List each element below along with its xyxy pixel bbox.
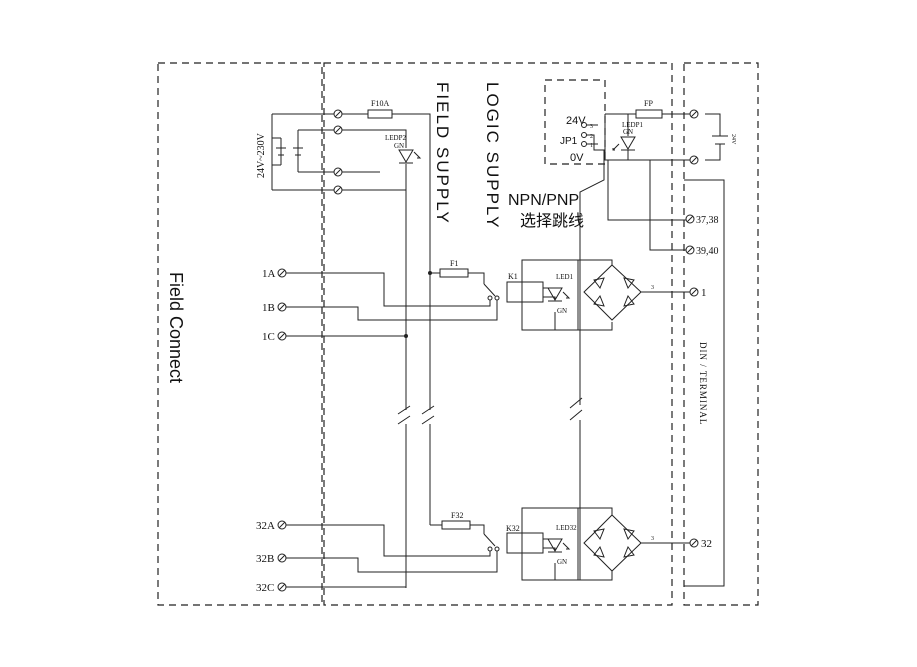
ledp2-diode	[398, 149, 414, 164]
ledp1-color: GN	[623, 128, 633, 136]
field-connect-label: Field Connect	[166, 272, 186, 383]
jumper-pin1: 1	[590, 143, 593, 149]
ch32-a-label: 32A	[256, 520, 275, 532]
logic-24v-label: 24V	[566, 115, 586, 127]
bridge-rectifier-1	[583, 264, 642, 321]
fuse-f1	[439, 268, 469, 278]
ch1-c-label: 1C	[262, 331, 275, 343]
logic-bus-break	[569, 397, 583, 421]
fuse-f10a-label: F10A	[371, 99, 389, 108]
ledp2-color: GN	[394, 142, 404, 150]
jumper-pin3: 3	[590, 124, 593, 130]
logic-0v-label: 0V	[570, 152, 584, 164]
jumper-title: NPN/PNP	[508, 192, 579, 209]
relay-k1-label: K1	[508, 272, 518, 281]
ch32-b-label: 32B	[256, 553, 274, 565]
field-connect-box	[157, 62, 323, 606]
led32-label: LED32	[556, 524, 577, 532]
supply-voltage-label: 24V~230V	[256, 132, 267, 178]
bridge32-pin: 3	[651, 536, 654, 542]
terminal-out-1: 1	[701, 287, 707, 299]
led32-color: GN	[557, 558, 567, 566]
din-terminal-box	[683, 62, 759, 606]
led1-label: LED1	[556, 273, 574, 281]
ch1-a-label: 1A	[262, 268, 276, 280]
relay-k1-coil	[506, 281, 544, 303]
ch1-b-label: 1B	[262, 302, 275, 314]
terminal-39-40: 39,40	[696, 246, 719, 257]
relay-k32-label: K32	[506, 524, 520, 533]
fuse-f10a	[367, 109, 393, 119]
supply-box	[323, 62, 673, 606]
supply-terminals	[333, 109, 343, 195]
relay-k32-coil	[506, 532, 544, 554]
ledp1-diode	[620, 136, 636, 151]
led1-diode	[547, 287, 563, 302]
ledp1-label: LEDP1	[622, 121, 644, 129]
logic-supply-label: LOGIC SUPPLY	[483, 82, 502, 229]
field-supply-input: 24V~230V F10A LEDP2 GN	[256, 99, 431, 228]
fuse-f1-label: F1	[450, 259, 458, 268]
channel-32: 32A 32B 32C F32 K32 LED32 GN 3	[256, 507, 690, 594]
ch32-c-label: 32C	[256, 582, 274, 594]
fuse-fp	[635, 109, 663, 119]
field-supply-label: FIELD SUPPLY	[433, 82, 452, 225]
ledp2-label: LEDP2	[385, 134, 407, 142]
jumper-pin2: 2	[590, 134, 593, 140]
bridge1-pin: 3	[651, 285, 654, 291]
led32-diode	[547, 538, 563, 553]
din-terminal-label: DIN / TERMINAL	[698, 342, 708, 425]
section-boxes	[157, 62, 759, 606]
battery-24v	[712, 135, 728, 145]
din-terminals: 37,38 39,40 1 32	[684, 179, 725, 587]
logic-supply: 24V JP1 0V 3 2 1 FP 24V LEDP1 GN NPN/PNP…	[508, 99, 736, 580]
bridge-rectifier-32	[583, 514, 642, 572]
terminal-out-32: 32	[701, 538, 712, 550]
jumper-label: JP1	[560, 136, 578, 147]
fuse-fp-label: FP	[644, 99, 653, 108]
relay-k32-contact	[483, 533, 496, 547]
bus-break-marks	[397, 405, 435, 425]
jumper-subtitle: 选择跳线	[520, 212, 584, 230]
led1-color: GN	[557, 307, 567, 315]
fuse-f32-label: F32	[451, 511, 463, 520]
battery-24v-label: 24V	[730, 134, 736, 145]
fuse-f32	[441, 520, 471, 530]
terminal-37-38: 37,38	[696, 215, 719, 226]
channel-1: 1A 1B 1C F1 K1 LED1 GN 3	[262, 259, 690, 343]
relay-k1-contact	[483, 283, 496, 297]
